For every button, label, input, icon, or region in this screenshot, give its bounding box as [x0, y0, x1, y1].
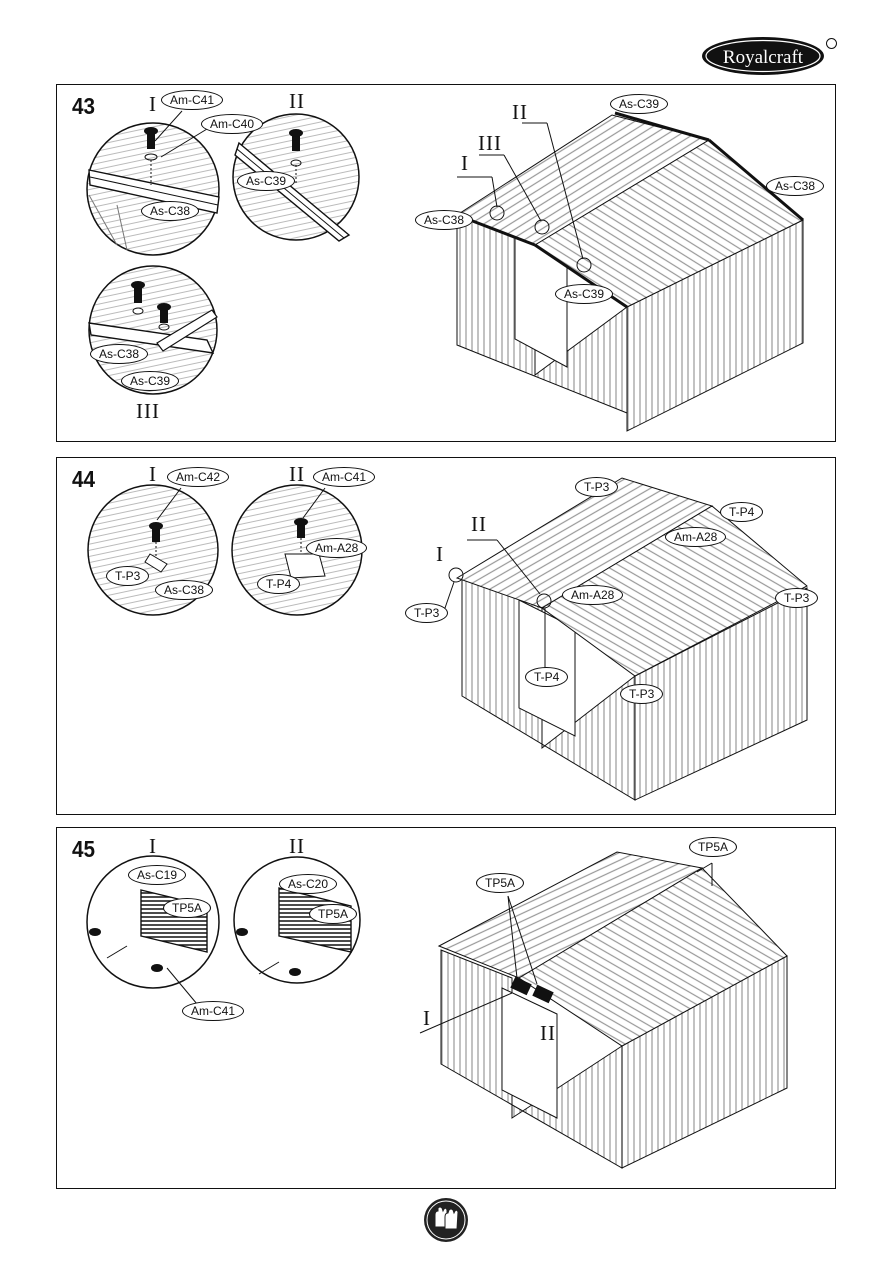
step-43-illustration — [86, 110, 804, 432]
part-label-as-c39: As-C39 — [121, 371, 180, 391]
step-43-panel: 43 I II III II III I Am-C41 Am-C40 As-C3… — [56, 84, 836, 442]
part-label-t-p3: T-P3 — [575, 477, 619, 497]
step-number: 44 — [72, 466, 96, 492]
step-number: 43 — [72, 93, 96, 119]
part-label-tp5a: TP5A — [309, 904, 358, 924]
part-label-tp5a: TP5A — [689, 837, 738, 857]
roman-ii: II — [289, 834, 305, 858]
step-44-panel: 44 I II II I Am-C42 T-P3 As-C38 Am-C41 A… — [56, 457, 836, 815]
part-label-as-c38: As-C38 — [766, 176, 825, 196]
part-label-t-p4: T-P4 — [257, 574, 301, 594]
roman-i: I — [149, 462, 157, 486]
roman-i: I — [461, 151, 469, 175]
shed-illustration — [455, 111, 804, 432]
roman-i: I — [436, 542, 444, 566]
roman-i: I — [423, 1006, 431, 1030]
part-label-am-a28: Am-A28 — [562, 585, 624, 605]
gloves-icon — [424, 1198, 468, 1242]
part-label-tp5a: TP5A — [163, 898, 212, 918]
shed-illustration — [448, 477, 808, 801]
brand-name: Royalcraft — [723, 47, 804, 68]
part-label-as-c19: As-C19 — [128, 865, 187, 885]
part-label-t-p3: T-P3 — [405, 603, 449, 623]
part-label-as-c39: As-C39 — [237, 171, 296, 191]
part-label-am-a28: Am-A28 — [306, 538, 368, 558]
part-label-am-c41: Am-C41 — [182, 1001, 245, 1021]
step-44-illustration — [87, 477, 808, 801]
part-label-am-a28: Am-A28 — [665, 527, 727, 547]
step-45-panel: 45 I II I II As-C19 TP5A Am-C41 As-C20 T… — [56, 827, 836, 1189]
part-label-as-c38: As-C38 — [155, 580, 214, 600]
step-number: 45 — [72, 836, 96, 862]
part-label-am-c41: Am-C41 — [313, 467, 376, 487]
part-label-t-p3: T-P3 — [106, 566, 150, 586]
roman-ii: II — [289, 462, 305, 486]
part-label-as-c38: As-C38 — [415, 210, 474, 230]
roman-ii: II — [512, 100, 528, 124]
roman-iii: III — [478, 131, 502, 155]
roman-ii: II — [289, 89, 305, 113]
part-label-as-c20: As-C20 — [279, 874, 338, 894]
royalcraft-logo: Royalcraft — [702, 37, 824, 75]
roman-i: I — [149, 834, 157, 858]
shed-illustration — [437, 851, 788, 1169]
part-label-t-p4: T-P4 — [525, 667, 569, 687]
step-45-illustration — [86, 851, 788, 1169]
part-label-am-c41: Am-C41 — [161, 90, 224, 110]
registered-mark-icon — [826, 38, 837, 49]
part-label-as-c39: As-C39 — [610, 94, 669, 114]
part-label-am-c42: Am-C42 — [167, 467, 230, 487]
roman-ii: II — [471, 512, 487, 536]
roman-i: I — [149, 92, 157, 116]
part-label-am-c40: Am-C40 — [201, 114, 264, 134]
roman-iii: III — [136, 399, 160, 423]
part-label-t-p4: T-P4 — [720, 502, 764, 522]
part-label-tp5a: TP5A — [476, 873, 525, 893]
detail-i-circle — [86, 122, 220, 256]
roman-ii: II — [540, 1021, 556, 1045]
part-label-as-c38: As-C38 — [90, 344, 149, 364]
part-label-t-p3: T-P3 — [775, 588, 819, 608]
part-label-as-c38: As-C38 — [141, 201, 200, 221]
detail-ii-circle — [232, 113, 360, 242]
part-label-t-p3: T-P3 — [620, 684, 664, 704]
part-label-as-c39: As-C39 — [555, 284, 614, 304]
